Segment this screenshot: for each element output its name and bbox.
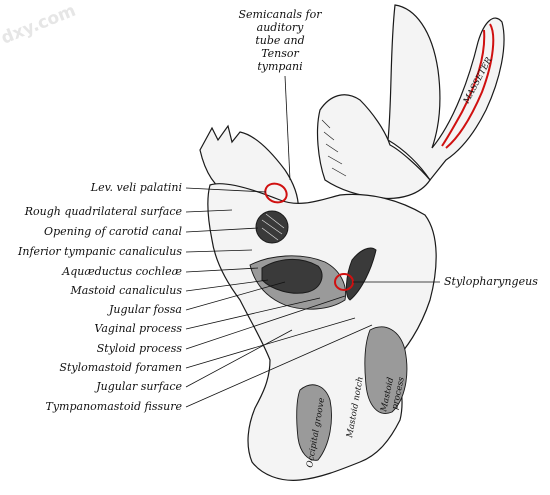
label-jugular-fossa: Jugular fossa [107,303,182,316]
masseter-attachment-inner [441,29,486,147]
leader-stylomastoid-foramen [185,317,356,369]
label-stylopharyngeus: Stylopharyngeus [444,275,538,288]
leader-jugular-fossa [185,281,286,311]
leader-styloid-process [185,295,346,350]
mastoid-process-shape [364,326,408,414]
temporal-bone [199,4,505,481]
label-aquaeductus-cochleae: Aquæductus cochleæ [61,265,182,278]
label-opening-of-carotid-canal: Opening of carotid canal [44,225,182,238]
label-styloid-process: Styloid process [97,342,183,355]
label-stylomastoid-foramen: Stylomastoid foramen [59,361,182,374]
leader-vaginal-process [185,297,321,330]
squamous-hatching [321,119,347,177]
semicanals-line2: auditory [257,21,305,34]
leader-rough-quadrilateral [185,209,233,213]
leader-tympanomastoid [185,324,373,408]
leader-lines [185,75,440,408]
leader-carotid [185,227,259,233]
carotid-hatching [261,213,285,241]
label-lev-veli-palatini: Lev. veli palatini [90,181,182,194]
occipital-groove-shape [296,384,332,461]
jugular-fossa-shape [261,259,323,294]
leader-aquaeductus [185,267,259,273]
semicanals-line5: tympani [257,60,302,73]
leader-semicanals [284,75,291,181]
styloid-process-shape [345,247,377,301]
watermark: dxy.com [0,1,79,49]
label-mastoid-canaliculus: Mastoid canaliculus [70,284,183,297]
lev-veli-palatini-attachment [264,182,288,204]
leader-mastoid-canaliculus [185,279,269,292]
semicanals-line1: Semicanals for [239,8,323,21]
semicanals-line3: tube and [255,34,304,47]
leader-jugular-surface [185,329,293,388]
zygomatic-process [387,4,505,182]
masseter-attachment [445,23,495,149]
label-vaginal-process: Vaginal process [94,322,182,335]
label-inferior-tympanic-canaliculus: Inferior tympanic canaliculus [17,245,182,258]
leader-inferior-tympanic [185,249,253,253]
label-rough-quadrilateral-surface: Rough quadrilateral surface [24,205,183,218]
semicanals-line4: Tensor [261,47,299,60]
squamous-part [316,94,431,200]
label-tympanomastoid-fissure: Tympanomastoid fissure [45,400,182,413]
leader-lev-veli-palatini [185,187,267,193]
semicanals-label: Semicanals for auditory tube and Tensor … [239,8,323,73]
label-jugular-surface: Jugular surface [94,380,182,393]
